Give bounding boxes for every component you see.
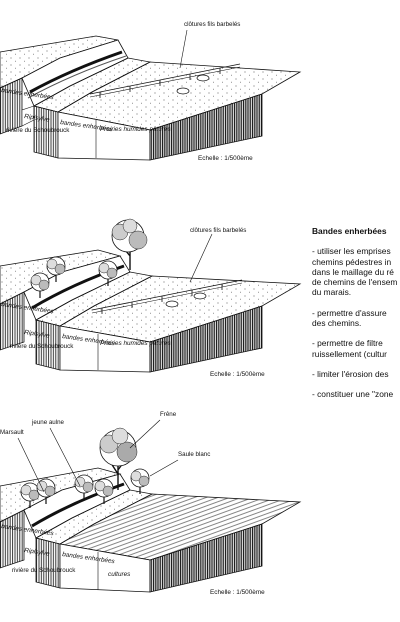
sidebar-line: de chemins de l'ensem [312,277,398,288]
sidebar-item-3: - permettre de filtre ruissellement (cul… [312,338,400,359]
sidebar-item-2: - permettre d'assure des chemins. [312,308,400,329]
panel-2-scale: Echelle : 1/500ème [210,371,265,378]
sidebar-line: - constituer une "zone [312,389,394,400]
sidebar-line: ruissellement (cultur [312,348,387,359]
sidebar-line: du marais. [312,287,352,298]
panel-1-meadow-label: Prairies humides pâtures [100,126,171,133]
panel-1-diagram [0,29,302,161]
panel-3-aulne-label: jeune aulne [31,419,65,426]
panel-3-diagram [0,419,302,593]
sidebar-line: - utiliser les emprises [312,246,391,257]
panel-2-river-label: rivière du Schoubrouck [10,343,74,350]
sidebar-text: Bandes enherbées - utiliser les emprises… [312,226,400,410]
sidebar-line: chemins pédestres in [312,256,392,267]
panel-1-river-label: rivière du Schoubrouck [6,127,70,134]
panel-2-ripisylve-label: Ripisylve [24,329,51,340]
panel-1-scale: Echelle : 1/500ème [198,155,253,162]
panel-3-river-label: rivière du Schoubrouck [12,567,76,574]
panel-3-ripisylve-label: Ripisylve [24,547,51,558]
panel-3-saule-label: Saule blanc [178,451,210,458]
sidebar-item-1: - utiliser les emprises chemins pédestre… [312,246,400,297]
panel-3-scale: Echelle : 1/500ème [210,589,265,596]
panel-1-fence-label: clôtures fils barbelés [184,21,240,28]
sidebar-line: - permettre d'assure [312,307,387,318]
panel-2-diagram [0,218,302,373]
sidebar-line: des chemins. [312,318,362,329]
sidebar-line: dans le maillage du ré [312,266,394,277]
panel-3-marsault-label: Marsault [0,429,24,436]
panel-3-frene-label: Frêne [160,411,177,418]
panel-1-ripisylve-label: Ripisylve [24,113,51,124]
sidebar-item-4: - limiter l'érosion des [312,369,400,379]
sidebar-line: - permettre de filtre [312,338,383,349]
panel-2-fence-label: clôtures fils barbelés [190,227,246,234]
sidebar-item-5: - constituer une "zone [312,389,400,399]
panel-2-meadow-label: Prairies humides pâtures [100,340,171,347]
panel-3-crops-label: cultures [108,571,131,578]
sidebar-line: - limiter l'érosion des [312,368,389,379]
sidebar-title: Bandes enherbées [312,226,387,236]
